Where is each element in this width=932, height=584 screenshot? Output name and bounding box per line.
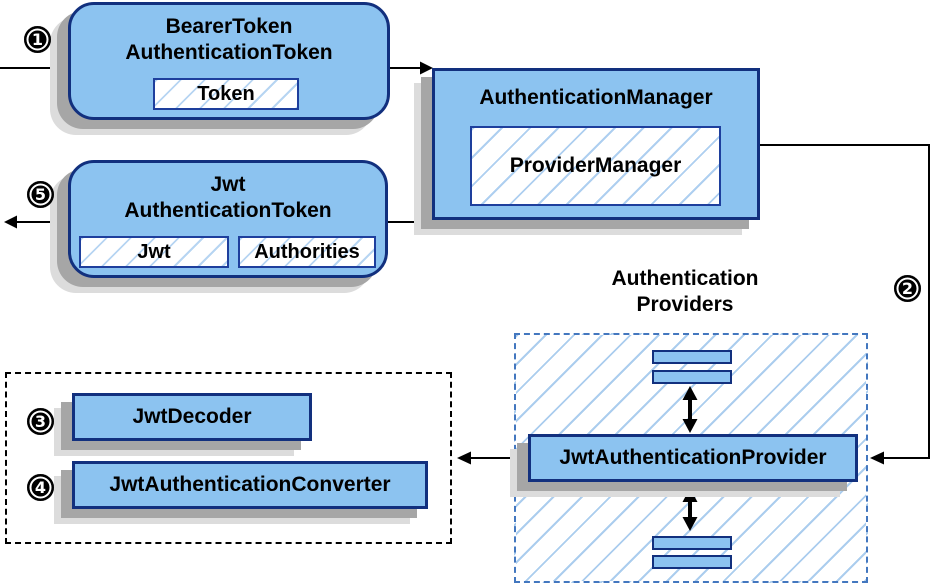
- provider-placeholder-bar-top-1: [652, 350, 732, 364]
- provider-placeholder-bar-bottom-2: [652, 555, 732, 569]
- connector-manager-to-provider-arrowhead: [870, 451, 884, 465]
- connector-success-out-arrowhead: [4, 215, 17, 229]
- authentication-providers-title-line2: Providers: [636, 293, 734, 316]
- jwt-authentication-provider-node: JwtAuthenticationProvider: [528, 434, 858, 482]
- jwt-authentication-token-node: Jwt AuthenticationToken Jwt Authorities: [68, 160, 388, 278]
- jwt-authentication-converter-node: JwtAuthenticationConverter: [72, 461, 428, 509]
- step-2-badge: 2: [894, 275, 921, 302]
- token-chip-label: Token: [197, 82, 255, 105]
- provider-placeholder-bar-top-2: [652, 370, 732, 384]
- step-2-badge-number: 2: [901, 279, 914, 298]
- jwt-authentication-provider-label: JwtAuthenticationProvider: [559, 446, 827, 469]
- connector-provider-list-top-up-arrowhead: [682, 386, 698, 400]
- jwt-token-title-line2: AuthenticationToken: [124, 199, 332, 222]
- authorities-chip: Authorities: [238, 236, 376, 268]
- jwt-authentication-converter-label: JwtAuthenticationConverter: [109, 473, 391, 496]
- step-5-badge: 5: [27, 181, 54, 208]
- jwt-chip: Jwt: [79, 236, 229, 268]
- step-3-badge-number: 3: [34, 412, 47, 431]
- jwt-chip-label: Jwt: [137, 240, 171, 263]
- step-4-badge-number: 4: [34, 478, 47, 497]
- connector-provider-list-top-down-arrowhead: [682, 419, 698, 433]
- connector-provider-to-decoder-arrowhead: [457, 451, 471, 465]
- authorities-chip-label: Authorities: [254, 240, 360, 263]
- authentication-manager-node: AuthenticationManager ProviderManager: [432, 68, 760, 220]
- authentication-manager-title: AuthenticationManager: [479, 86, 713, 109]
- connector-provider-list-bottom-down-arrowhead: [682, 517, 698, 531]
- jwt-decoder-node: JwtDecoder: [72, 393, 312, 441]
- step-3-badge: 3: [27, 408, 54, 435]
- connector-token-to-manager-arrowhead: [420, 61, 433, 75]
- jwt-decoder-label: JwtDecoder: [132, 405, 252, 428]
- provider-manager-label: ProviderManager: [509, 154, 682, 177]
- jwt-token-title-line1: Jwt: [210, 173, 246, 196]
- step-1-badge-number: 1: [31, 30, 44, 49]
- bearer-token-title-line1: BearerToken: [165, 15, 293, 38]
- provider-manager-inner-box: ProviderManager: [470, 126, 721, 206]
- connector-manager-to-provider-line: [760, 144, 930, 459]
- provider-placeholder-bar-bottom-1: [652, 536, 732, 550]
- connector-provider-list-bottom-up-arrowhead: [682, 488, 698, 502]
- bearer-token-authentication-token-node: BearerToken AuthenticationToken Token: [68, 2, 390, 120]
- authentication-providers-title: Authentication Providers: [560, 266, 810, 318]
- authentication-providers-title-line1: Authentication: [611, 267, 759, 290]
- bearer-token-title-line2: AuthenticationToken: [125, 41, 333, 64]
- token-chip: Token: [153, 78, 299, 110]
- step-4-badge: 4: [27, 474, 54, 501]
- step-5-badge-number: 5: [34, 185, 47, 204]
- step-1-badge: 1: [24, 26, 51, 53]
